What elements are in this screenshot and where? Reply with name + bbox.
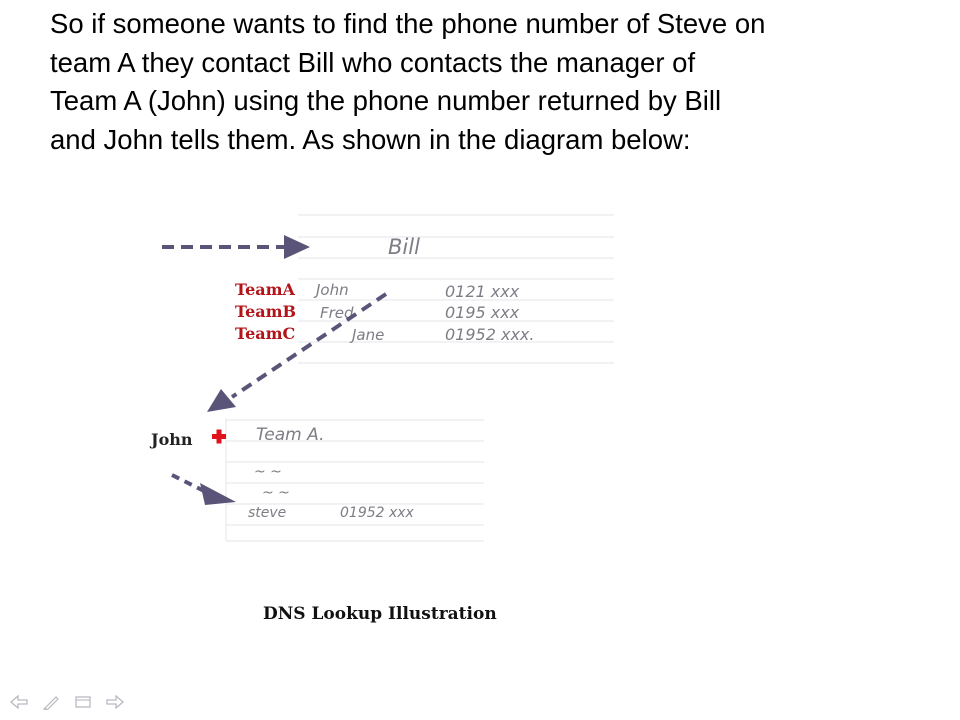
marker-icon-vertical bbox=[216, 429, 222, 444]
query-to-bill-arrow bbox=[162, 235, 310, 259]
john-sheet-header: Team A. bbox=[256, 425, 324, 445]
bill-to-john-arrow bbox=[207, 292, 388, 412]
body-line-2: team A they contact Bill who contacts th… bbox=[50, 46, 696, 78]
john-team-sheet: Team A. ~ ~ ~ ~ steve 01952 xxx bbox=[225, 418, 484, 542]
body-line-3: Team A (John) using the phone number ret… bbox=[50, 85, 722, 116]
slide-body-text: So if someone wants to find the phone nu… bbox=[50, 5, 910, 159]
slide-nav-controls bbox=[8, 692, 126, 712]
next-arrow-icon[interactable] bbox=[104, 693, 126, 711]
body-line-4: and John tells them. As shown in the dia… bbox=[50, 123, 691, 155]
team-b-label: TeamB bbox=[235, 302, 296, 321]
bill-number-3: 01952 xxx. bbox=[445, 325, 534, 344]
john-to-steve-arrow bbox=[171, 473, 236, 505]
john-entry-number: 01952 xxx bbox=[340, 505, 415, 521]
john-label: John bbox=[149, 430, 193, 449]
bill-sheet-header: Bill bbox=[388, 235, 420, 259]
bill-name-3: Jane bbox=[349, 326, 384, 344]
pen-icon[interactable] bbox=[40, 693, 62, 711]
john-entry-name: steve bbox=[248, 505, 286, 521]
prev-arrow-icon[interactable] bbox=[8, 693, 30, 711]
bill-phone-list: Bill John Fred Jane 0121 xxx 0195 xxx 01… bbox=[298, 214, 614, 364]
bill-number-2: 0195 xxx bbox=[445, 303, 520, 322]
john-ditto-2: ~ ~ bbox=[262, 485, 290, 501]
team-c-label: TeamC bbox=[235, 324, 295, 343]
john-ditto-1: ~ ~ bbox=[254, 464, 282, 480]
bill-name-2: Fred bbox=[320, 304, 354, 322]
bill-name-1: John bbox=[313, 281, 349, 299]
bill-number-1: 0121 xxx bbox=[445, 282, 520, 301]
slide-menu-icon[interactable] bbox=[72, 693, 94, 711]
diagram-caption: DNS Lookup Illustration bbox=[263, 604, 497, 624]
team-a-label: TeamA bbox=[235, 280, 296, 299]
body-line-1: So if someone wants to find the phone nu… bbox=[50, 8, 766, 39]
